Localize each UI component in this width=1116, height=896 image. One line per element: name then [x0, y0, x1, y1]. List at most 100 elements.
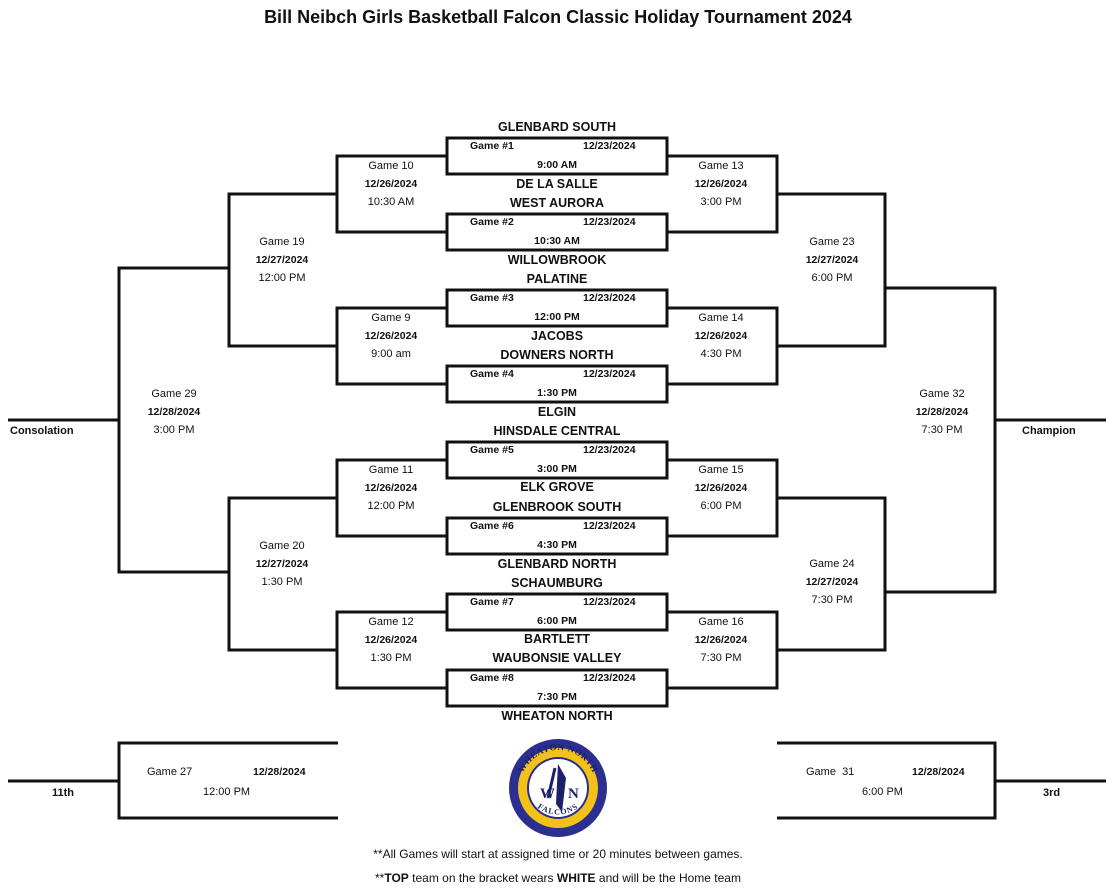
game-number: Game #7: [470, 596, 514, 608]
svg-text:W: W: [540, 786, 555, 802]
game-date: 12/28/2024: [915, 406, 969, 418]
game-label: Game 15: [698, 464, 744, 476]
note-home-team: **TOP team on the bracket wears WHITE an…: [0, 872, 1116, 884]
game-label: Game 20: [259, 540, 305, 552]
game-date: 12/23/2024: [583, 596, 636, 608]
note-top-bold: TOP: [384, 871, 409, 885]
game-19-info: Game 19 12/27/2024 12:00 PM: [222, 233, 342, 287]
game-label: Game 13: [698, 160, 744, 172]
team-name: ELK GROVE: [520, 480, 594, 494]
game-number: Game #5: [470, 444, 514, 456]
game-date: 12/26/2024: [364, 330, 418, 342]
game-27-label: Game 27: [147, 766, 193, 778]
game-time: 4:30 PM: [537, 539, 577, 551]
game-10-info: Game 10 12/26/2024 10:30 AM: [331, 157, 451, 211]
game-date: 12/27/2024: [255, 558, 309, 570]
game-date: 12/23/2024: [583, 140, 636, 152]
game-date: 12/28/2024: [147, 406, 201, 418]
game-24-info: Game 24 12/27/2024 7:30 PM: [772, 555, 892, 609]
game-time: 6:00 PM: [700, 500, 742, 512]
game-11-info: Game 11 12/26/2024 12:00 PM: [331, 461, 451, 515]
game-20-bracket: [227, 496, 337, 652]
game-date: 12/27/2024: [805, 576, 859, 588]
game-time: 6:00 PM: [537, 615, 577, 627]
game-time: 7:30 PM: [921, 424, 963, 436]
team-name: GLENBARD SOUTH: [497, 120, 617, 134]
game-label: Game 12: [368, 616, 414, 628]
game-number: Game #4: [470, 368, 514, 380]
game-27-date: 12/28/2024: [253, 766, 306, 778]
game-label: Game 14: [698, 312, 744, 324]
game-number: Game #1: [470, 140, 514, 152]
game-time: 12:00 PM: [367, 500, 415, 512]
game-date: 12/26/2024: [364, 634, 418, 646]
game-32-bracket: [885, 286, 997, 594]
svg-text:N: N: [568, 786, 579, 802]
game-24-bracket: [777, 496, 887, 652]
game-time: 10:30 AM: [534, 235, 580, 247]
game-date: 12/23/2024: [583, 672, 636, 684]
game-time: 10:30 AM: [367, 196, 415, 208]
game-time: 9:00 AM: [537, 159, 577, 171]
game-time: 7:30 PM: [700, 652, 742, 664]
note-suffix: and will be the Home team: [595, 871, 741, 885]
game-31-label: Game 31: [806, 766, 855, 778]
game-label: Game 29: [151, 388, 197, 400]
game-time: 3:00 PM: [700, 196, 742, 208]
game-31-time: 6:00 PM: [862, 786, 903, 798]
champion-label: Champion: [1022, 425, 1076, 437]
team-name: WHEATON NORTH: [501, 709, 613, 723]
game-number: Game #3: [470, 292, 514, 304]
team-name: DOWNERS NORTH: [500, 348, 614, 362]
wheaton-north-falcons-logo: WHEATON NORTH FALCONS W N: [509, 739, 607, 837]
game-23-info: Game 23 12/27/2024 6:00 PM: [772, 233, 892, 287]
team-name: WILLOWBROOK: [507, 253, 607, 267]
note-white-bold: WHITE: [556, 871, 596, 885]
game-20-info: Game 20 12/27/2024 1:30 PM: [222, 537, 342, 591]
game-label: Game 10: [368, 160, 414, 172]
game-16-info: Game 16 12/26/2024 7:30 PM: [661, 613, 781, 667]
game-label: Game 24: [809, 558, 855, 570]
game-time: 6:00 PM: [811, 272, 853, 284]
game-23-bracket: [777, 192, 887, 348]
game-time: 4:30 PM: [700, 348, 742, 360]
third-label: 3rd: [1043, 787, 1061, 799]
game-14-info: Game 14 12/26/2024 4:30 PM: [661, 309, 781, 363]
team-name: WEST AURORA: [510, 196, 604, 210]
game-27-bracket: [117, 741, 338, 820]
game-date: 12/26/2024: [364, 178, 418, 190]
game-time: 12:00 PM: [534, 311, 580, 323]
game-12-info: Game 12 12/26/2024 1:30 PM: [331, 613, 451, 667]
team-name: GLENBARD NORTH: [497, 557, 617, 571]
game-31-date: 12/28/2024: [912, 766, 965, 778]
game-9-info: Game 9 12/26/2024 9:00 am: [331, 309, 451, 363]
game-time: 9:00 am: [371, 348, 411, 360]
game-15-info: Game 15 12/26/2024 6:00 PM: [661, 461, 781, 515]
team-name: BARTLETT: [524, 632, 590, 646]
game-date: 12/26/2024: [694, 634, 748, 646]
game-32-info: Game 32 12/28/2024 7:30 PM: [882, 385, 1002, 439]
game-label: Game 11: [368, 464, 414, 476]
game-time: 1:30 PM: [261, 576, 303, 588]
game-time: 12:00 PM: [258, 272, 306, 284]
game-date: 12/26/2024: [694, 178, 748, 190]
game-number: Game #8: [470, 672, 514, 684]
game-13-info: Game 13 12/26/2024 3:00 PM: [661, 157, 781, 211]
game-date: 12/26/2024: [694, 330, 748, 342]
game-19-bracket: [227, 192, 337, 348]
game-date: 12/23/2024: [583, 520, 636, 532]
game-label: Game 32: [919, 388, 965, 400]
game-date: 12/26/2024: [694, 482, 748, 494]
game-time: 1:30 PM: [537, 387, 577, 399]
game-time: 7:30 PM: [811, 594, 853, 606]
note-mid: team on the bracket wears: [408, 871, 557, 885]
game-date: 12/26/2024: [364, 482, 418, 494]
game-label: Game 19: [259, 236, 305, 248]
team-name: WAUBONSIE VALLEY: [492, 651, 622, 665]
game-date: 12/23/2024: [583, 292, 636, 304]
team-name: ELGIN: [537, 405, 577, 419]
team-name: JACOBS: [530, 329, 584, 343]
team-name: DE LA SALLE: [516, 177, 598, 191]
game-date: 12/27/2024: [255, 254, 309, 266]
